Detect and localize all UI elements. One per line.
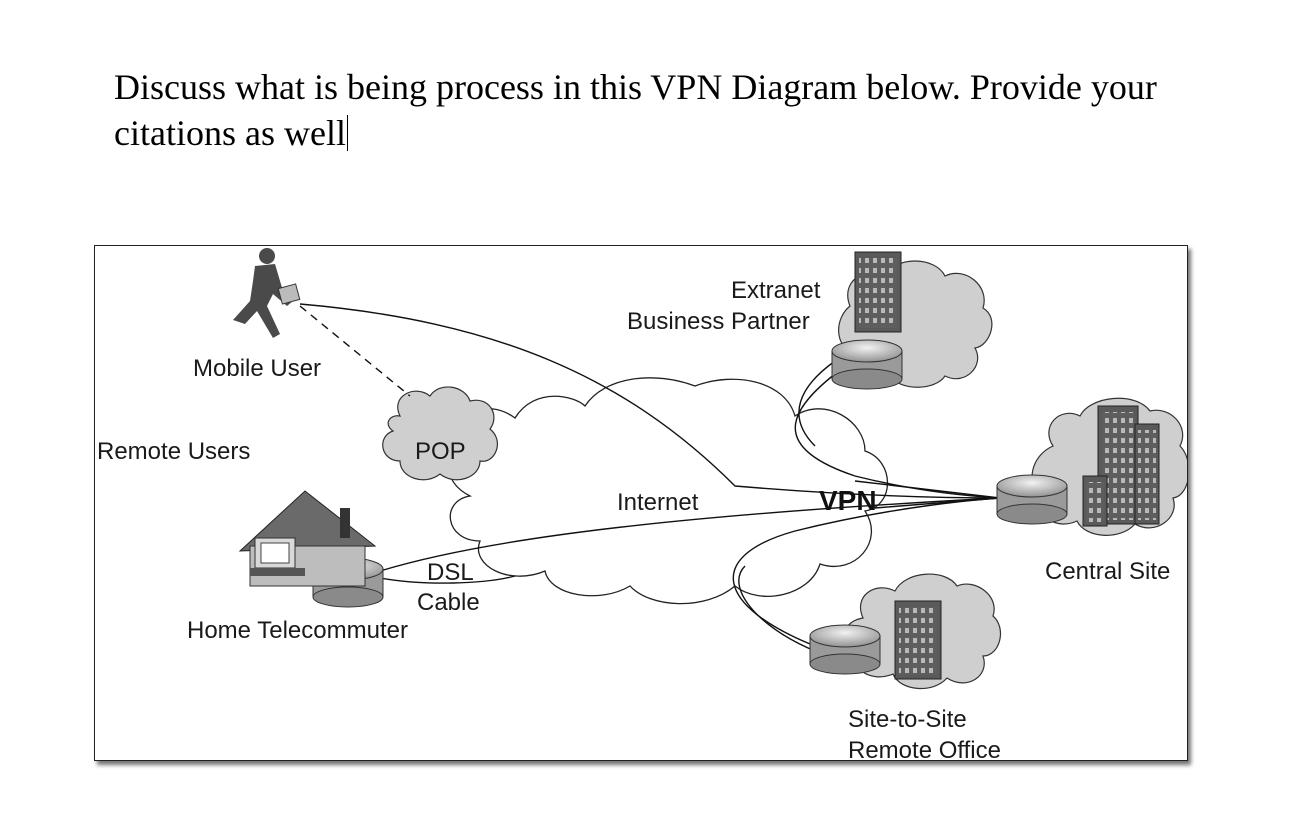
- remote-users-label: Remote Users: [97, 438, 250, 465]
- central-site-buildings: [1082, 405, 1160, 527]
- remote-office-label: Remote Office: [848, 737, 1001, 761]
- internet-label: Internet: [617, 489, 699, 516]
- dsl-label: DSL: [427, 559, 474, 586]
- internet-cloud: [448, 377, 888, 605]
- central-fan-line-1: [854, 480, 1001, 499]
- remote-office-vpn-line-2: [738, 565, 816, 652]
- home-telecommuter-label: Home Telecommuter: [187, 617, 408, 644]
- vpn-diagram: Mobile User Remote Users POP Home Teleco…: [97, 248, 1187, 761]
- remote-office-building: [894, 600, 942, 680]
- cable-label: Cable: [417, 589, 480, 616]
- mobile-user-icon: [233, 248, 301, 338]
- mobile-user-vpn-line: [299, 303, 1001, 499]
- pop-cloud: [382, 386, 498, 481]
- pop-label: POP: [415, 438, 466, 465]
- connection-lines: [299, 303, 1001, 652]
- central-fan-line-2: [874, 497, 1001, 509]
- home-cable-line: [379, 575, 516, 584]
- question-text[interactable]: Discuss what is being process in this VP…: [114, 64, 1224, 156]
- extranet-vpn-line-1: [794, 355, 1001, 499]
- vpn-label: VPN: [819, 485, 877, 516]
- extranet-router-icon: [831, 339, 903, 390]
- vpn-diagram-figure: Mobile User Remote Users POP Home Teleco…: [94, 245, 1188, 761]
- remote-office-vpn-line-1: [732, 497, 1001, 647]
- central-site-label: Central Site: [1045, 558, 1170, 585]
- extranet-vpn-line-2: [798, 360, 836, 447]
- business-partner-label: Business Partner: [627, 308, 810, 335]
- site-to-site-label: Site-to-Site: [848, 706, 967, 733]
- text-cursor: [346, 115, 348, 151]
- home-dsl-vpn-line: [379, 497, 1001, 572]
- extranet-label: Extranet: [731, 277, 821, 304]
- question-text-content: Discuss what is being process in this VP…: [114, 67, 1157, 153]
- extranet-building: [854, 251, 902, 333]
- mobile-user-label: Mobile User: [193, 355, 321, 382]
- central-router-icon: [996, 474, 1068, 525]
- mobile-user-pop-dashed-line: [299, 305, 411, 397]
- home-icon: [238, 490, 377, 587]
- remote-office-router-icon: [809, 624, 881, 675]
